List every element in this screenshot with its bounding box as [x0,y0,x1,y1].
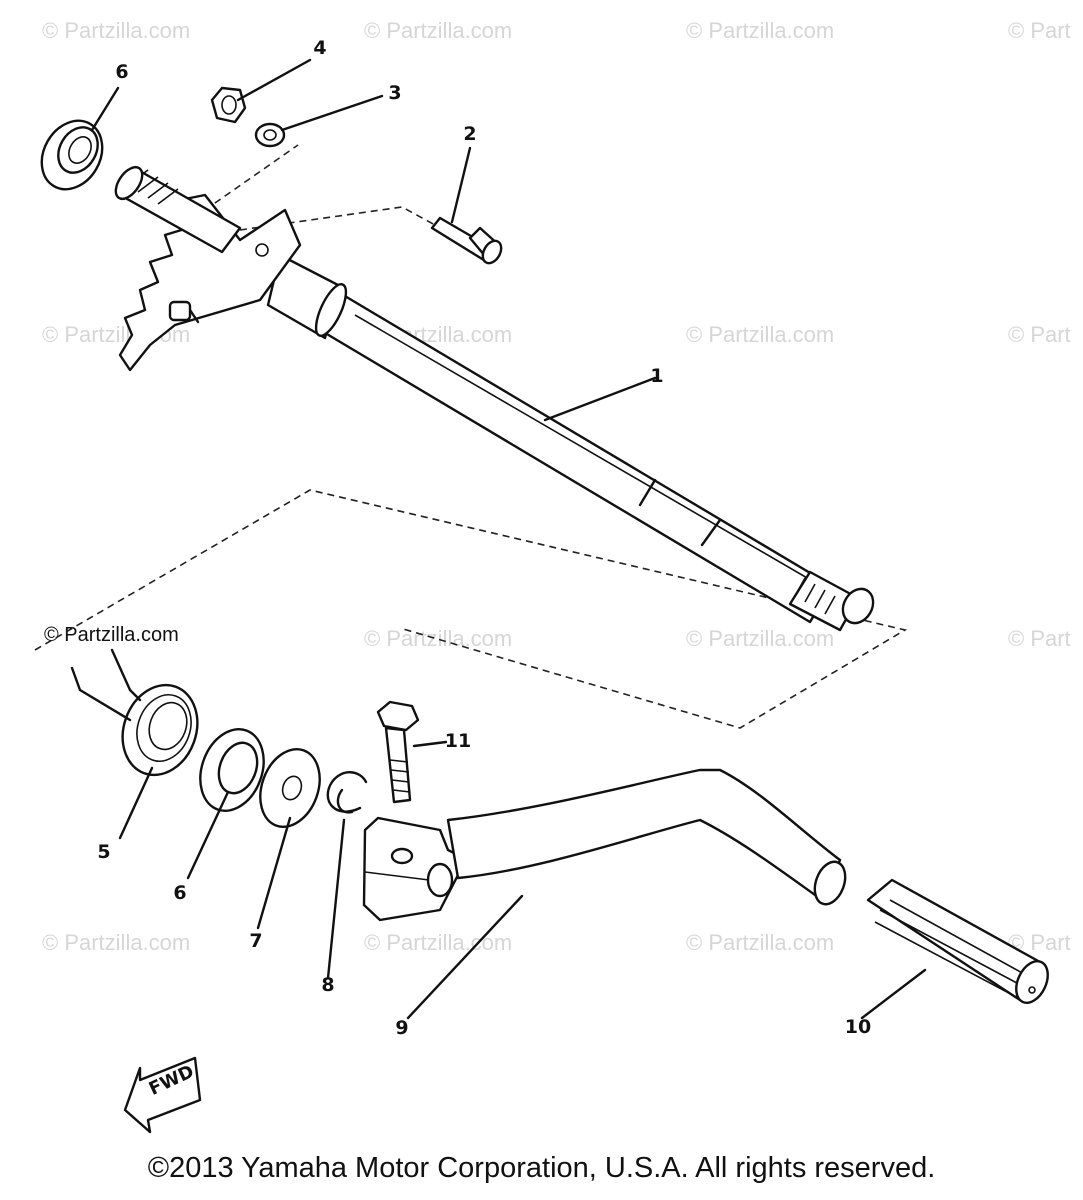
callout-6-lower: 6 [173,882,187,904]
kick-shaft-spline [114,165,242,254]
kick-shaft [118,193,875,632]
oil-seal-upper [40,119,104,191]
callout-2: 2 [463,123,477,145]
plain-washer [259,748,321,828]
watermark: © Partzilla.com [686,322,835,347]
callout-6-upper: 6 [115,61,129,83]
watermark: © Part [1008,18,1071,43]
watermark: © Partzilla.com [686,930,835,955]
callout-11: 11 [444,730,472,752]
leader-lines [90,58,927,1020]
circlip [326,771,368,814]
callout-9: 9 [395,1017,409,1039]
oil-seal-lower [199,728,265,812]
callout-5: 5 [97,841,111,863]
kick-grip [866,878,1049,1004]
assembly-outline-lower [34,489,908,729]
watermark-prominent: © Partzilla.com [44,624,179,646]
watermark: © Partzilla.com [364,626,513,651]
watermark: © Part [1008,322,1071,347]
nut [210,86,247,124]
callout-10: 10 [844,1016,872,1038]
pin [430,216,503,265]
watermark: © Partzilla.com [42,18,191,43]
callout-8: 8 [321,974,335,996]
bolt [376,700,420,804]
kick-arm [362,768,847,922]
callout-3: 3 [388,82,402,104]
watermark: © Partzilla.com [42,930,191,955]
watermark: © Partzilla.com [686,18,835,43]
copyright-notice: ©2013 Yamaha Motor Corporation, U.S.A. A… [147,1152,936,1184]
washer-small [254,122,286,148]
callout-4: 4 [313,37,327,59]
fwd-arrow-icon [123,1056,202,1134]
watermark: © Partzilla.com [686,626,835,651]
assembly-outline-upper [204,144,436,231]
callout-1: 1 [650,365,664,387]
callout-7: 7 [249,930,263,952]
watermark: © Part [1008,626,1071,651]
torsion-spring [70,648,199,777]
watermark: © Partzilla.com [364,18,513,43]
